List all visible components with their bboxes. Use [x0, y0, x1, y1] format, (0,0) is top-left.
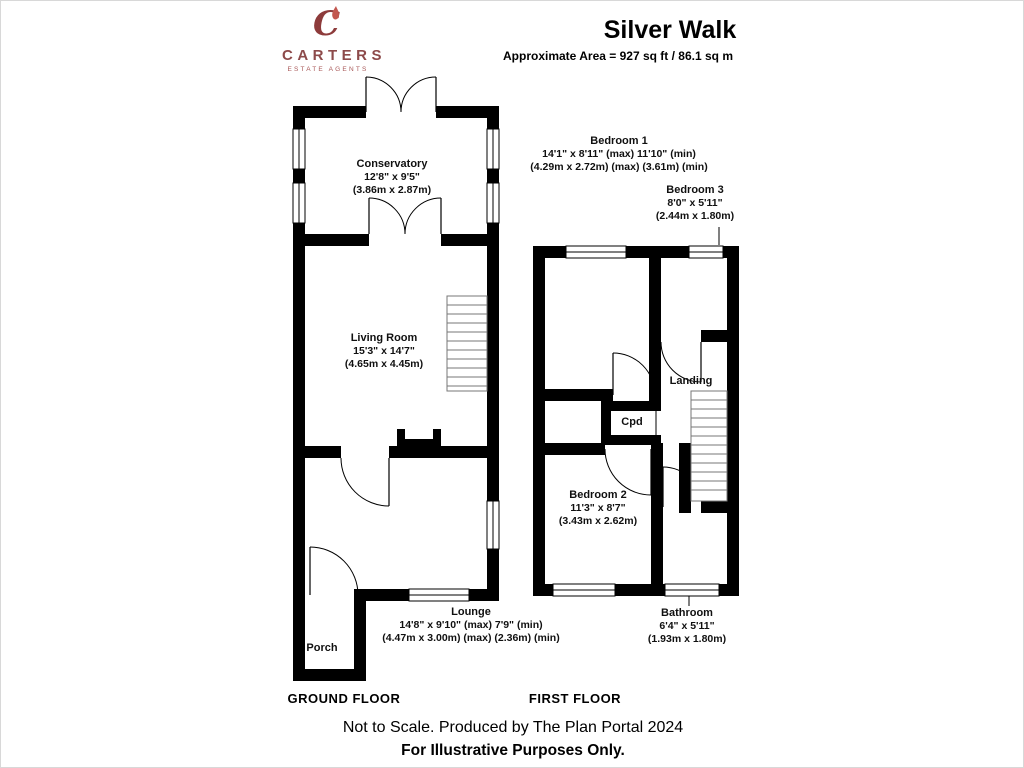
window [552, 583, 616, 597]
room-name: Bedroom 3 [666, 184, 724, 196]
room-name: Bathroom [661, 607, 713, 619]
staircase [446, 295, 488, 392]
wall [651, 443, 663, 584]
wall [649, 258, 661, 401]
room-dims-ft: 14'1" x 8'11" (max) 11'10" (min) [542, 148, 696, 160]
window [664, 583, 720, 597]
room-dims-m: (2.44m x 1.80m) [655, 210, 735, 222]
carters-logo-icon: C [313, 4, 340, 44]
staircase [690, 390, 728, 502]
brand-tagline: ESTATE AGENTS [287, 66, 369, 73]
window [408, 588, 470, 602]
window [565, 245, 627, 259]
wall [701, 330, 727, 342]
room-label-porch: Porch [306, 642, 337, 655]
room-label-conservatory: Conservatory 12'8" x 9'5" (3.86m x 2.87m… [353, 158, 431, 197]
room-label-bedroom-3: Bedroom 3 8'0" x 5'11" (2.44m x 1.80m) [656, 184, 734, 223]
door-swing [604, 448, 652, 496]
wall [727, 246, 739, 596]
wall [533, 246, 545, 596]
door-swing [365, 76, 437, 113]
wall [293, 106, 305, 681]
door-swing [660, 341, 702, 383]
room-dims-m: (4.65m x 4.45m) [344, 358, 424, 370]
room-label-bedroom-1: Bedroom 1 14'1" x 8'11" (max) 11'10" (mi… [530, 135, 707, 174]
window [292, 128, 306, 170]
brand-name: CARTERS [282, 47, 387, 64]
room-label-landing: Landing [670, 375, 713, 388]
door-swing [612, 352, 656, 396]
wall [701, 501, 727, 513]
first-floor-title: FIRST FLOOR [528, 691, 622, 706]
window [486, 500, 500, 550]
window [486, 182, 500, 224]
window [688, 245, 724, 259]
room-name: Lounge [451, 606, 491, 618]
illustrative-purposes-line: For Illustrative Purposes Only. [401, 742, 625, 759]
wall [354, 601, 366, 681]
ground-floor-plan [292, 76, 500, 681]
door-swing [368, 197, 442, 235]
room-name: Cpd [621, 416, 643, 428]
door-swing [340, 457, 390, 507]
room-dims-ft: 12'8" x 9'5" [364, 171, 420, 183]
room-label-cupboard: Cpd [621, 416, 642, 429]
wall [441, 234, 499, 246]
first-floor-doors [604, 341, 704, 508]
wall [436, 106, 499, 118]
room-dims-ft: 6'4" x 5'11" [659, 620, 715, 632]
wall [293, 234, 369, 246]
room-name: Bedroom 2 [569, 489, 627, 501]
page-title: Silver Walk [603, 16, 737, 44]
first-floor-windows [552, 245, 724, 597]
room-name: Living Room [350, 332, 418, 344]
wall [487, 106, 499, 601]
room-name: Porch [306, 642, 338, 654]
room-dims-m: (1.93m x 1.80m) [647, 633, 727, 645]
ground-floor-walls [293, 106, 499, 681]
flame-icon [332, 6, 339, 20]
room-dims-ft: 8'0" x 5'11" [667, 197, 723, 209]
wall [389, 446, 499, 458]
window [486, 128, 500, 170]
room-name: Bedroom 1 [590, 135, 648, 147]
chimney-recess [405, 429, 433, 439]
ground-floor-windows [292, 128, 500, 602]
room-dims-ft: 14'8" x 9'10" (max) 7'9" (min) [399, 619, 543, 631]
wall [293, 669, 366, 681]
room-label-bedroom-2: Bedroom 2 11'3" x 8'7" (3.43m x 2.62m) [559, 489, 637, 528]
cupboard-wall [601, 401, 611, 445]
agency-logo: C CARTERS ESTATE AGENTS [282, 4, 387, 73]
room-dims-m: (4.47m x 3.00m) (max) (2.36m) (min) [382, 632, 560, 644]
room-dims-m: (3.43m x 2.62m) [558, 515, 638, 527]
room-label-living-room: Living Room 15'3" x 14'7" (4.65m x 4.45m… [345, 332, 423, 371]
wall [293, 106, 366, 118]
wall [533, 389, 613, 401]
room-name: Landing [669, 375, 713, 387]
wall [679, 443, 691, 513]
first-floor-plan [533, 227, 739, 606]
door-swing [309, 546, 359, 596]
room-dims-ft: 11'3" x 8'7" [570, 502, 626, 514]
window [292, 182, 306, 224]
ground-floor-title: GROUND FLOOR [287, 691, 401, 706]
wall [305, 446, 341, 458]
room-label-bathroom: Bathroom 6'4" x 5'11" (1.93m x 1.80m) [648, 607, 726, 646]
ground-floor-doors [309, 76, 442, 596]
wall [533, 443, 605, 455]
cupboard-wall [601, 401, 661, 411]
room-label-lounge: Lounge 14'8" x 9'10" (max) 7'9" (min) (4… [382, 606, 559, 645]
room-dims-m: (4.29m x 2.72m) (max) (3.61m) (min) [530, 161, 708, 173]
cupboard-wall [601, 435, 661, 445]
disclaimer-line: Not to Scale. Produced by The Plan Porta… [342, 719, 684, 736]
room-dims-ft: 15'3" x 14'7" [353, 345, 415, 357]
approximate-area: Approximate Area = 927 sq ft / 86.1 sq m [503, 49, 733, 63]
room-dims-m: (3.86m x 2.87m) [352, 184, 432, 196]
room-name: Conservatory [356, 158, 428, 170]
